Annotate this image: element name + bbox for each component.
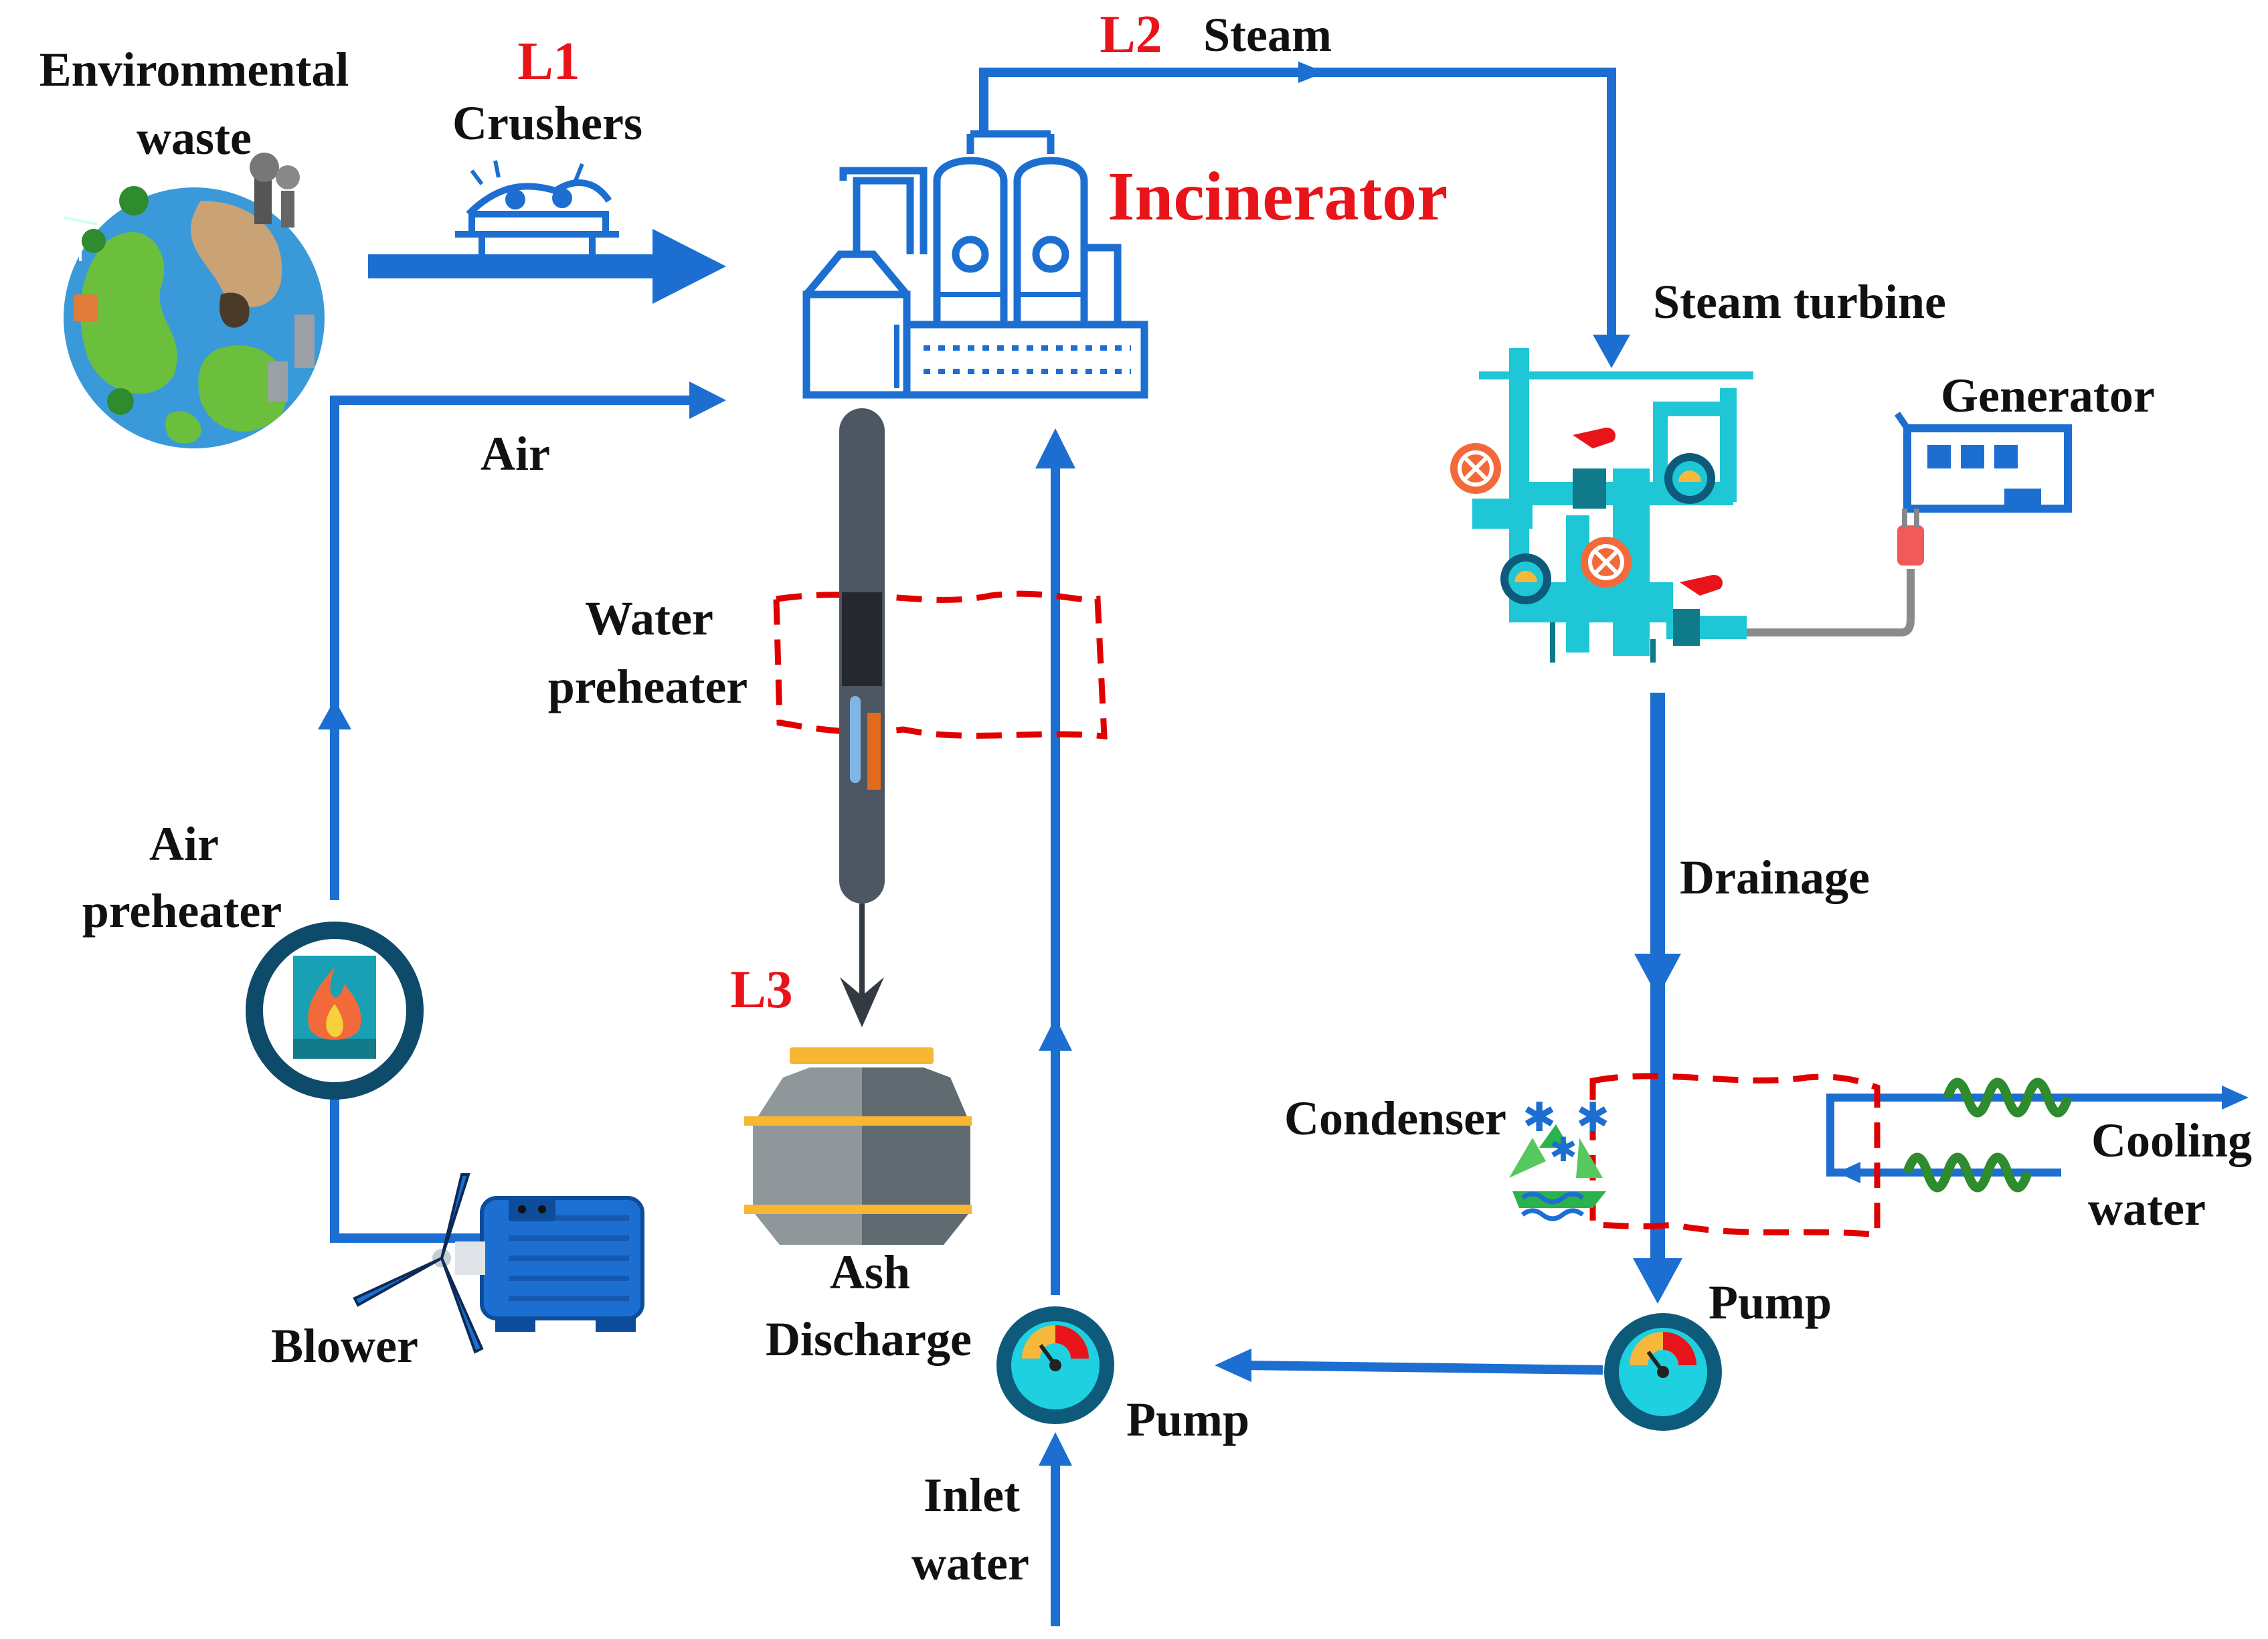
- pump-left-label: Pump: [1126, 1393, 1249, 1446]
- water-preheater-tube-icon: [839, 408, 885, 1027]
- air-preheater-label: Air: [149, 817, 219, 871]
- svg-text:✱: ✱: [1576, 1094, 1609, 1141]
- drainage-mid-arrowhead: [1634, 954, 1681, 997]
- svg-text:✱: ✱: [1522, 1094, 1556, 1141]
- cooling-water-label-2: water: [2088, 1182, 2206, 1235]
- inlet-water-label: Inlet: [924, 1468, 1020, 1522]
- steam-line: [979, 68, 1616, 348]
- air-preheater-flame-icon: [246, 922, 424, 1100]
- ash-discharge-label-2: Discharge: [766, 1312, 972, 1366]
- steam-label: Steam: [1203, 8, 1332, 62]
- svg-text:✱: ✱: [1549, 1130, 1577, 1169]
- return-line: [1244, 1361, 1603, 1375]
- inlet-water-label-2: water: [911, 1537, 1029, 1590]
- cooling-out-arrowhead: [2222, 1086, 2249, 1110]
- incinerator-plant-icon: [802, 130, 1148, 399]
- arrowheads: [318, 62, 2249, 1466]
- drainage-end-arrowhead: [1633, 1258, 1682, 1304]
- feedwater-mid-arrowhead: [1039, 1017, 1072, 1051]
- waste-feed-arrowhead: [652, 229, 726, 304]
- inlet-arrowhead: [1039, 1432, 1072, 1466]
- water-preheater-label: Water: [585, 592, 713, 645]
- cooling-coil-icons: [1903, 1077, 2073, 1193]
- l3-label: L3: [730, 960, 792, 1019]
- drainage-label: Drainage: [1680, 851, 1870, 904]
- pump-gauge-icon: [1604, 1313, 1722, 1431]
- environmental-waste-label-2: waste: [137, 111, 252, 165]
- blower-motor-icon: [353, 1173, 644, 1354]
- ash-bin-icon: [744, 1047, 972, 1245]
- incinerator-label: Incinerator: [1108, 158, 1448, 235]
- steam-turbine-icon: [1450, 348, 1915, 663]
- environmental-waste-label: Environmental: [39, 43, 349, 96]
- steam-arrowhead: [1298, 62, 1325, 83]
- return-arrowhead: [1215, 1349, 1251, 1382]
- blower-label: Blower: [271, 1319, 418, 1373]
- l2-label: L2: [1100, 5, 1162, 64]
- ash-discharge-label: Ash: [830, 1245, 910, 1299]
- l1-label: L1: [517, 32, 580, 91]
- feedwater-top-arrowhead: [1035, 428, 1075, 468]
- air-label: Air: [481, 427, 550, 481]
- steam-down-arrowhead: [1593, 335, 1630, 368]
- air-arrowhead: [689, 381, 726, 419]
- labels: Environmental waste L1 Crushers L2 Steam…: [39, 5, 2252, 1590]
- water-preheater-label-2: preheater: [548, 660, 748, 713]
- steam-turbine-label: Steam turbine: [1653, 275, 1946, 329]
- generator-icon: [1894, 412, 2072, 566]
- air-preheater-label-2: preheater: [82, 884, 282, 938]
- air-supply-line: [330, 396, 693, 900]
- blower-to-preheater-line: [330, 1088, 482, 1243]
- generator-label: Generator: [1941, 369, 2155, 422]
- pump-right-label: Pump: [1709, 1276, 1832, 1329]
- condenser-label: Condenser: [1284, 1092, 1506, 1145]
- crushers-label: Crushers: [452, 96, 642, 150]
- cooling-water-label: Cooling: [2091, 1114, 2252, 1167]
- earth-globe-icon: [63, 153, 325, 448]
- pump-gauge-icon: [996, 1306, 1114, 1424]
- cooling-in-arrowhead: [1837, 1162, 1860, 1183]
- condenser-recycle-icon: ✱ ✱ ✱: [1509, 1094, 1609, 1221]
- air-up-arrowhead: [318, 699, 351, 729]
- condenser-region: [1589, 1073, 1881, 1238]
- crusher-icon: [455, 160, 619, 264]
